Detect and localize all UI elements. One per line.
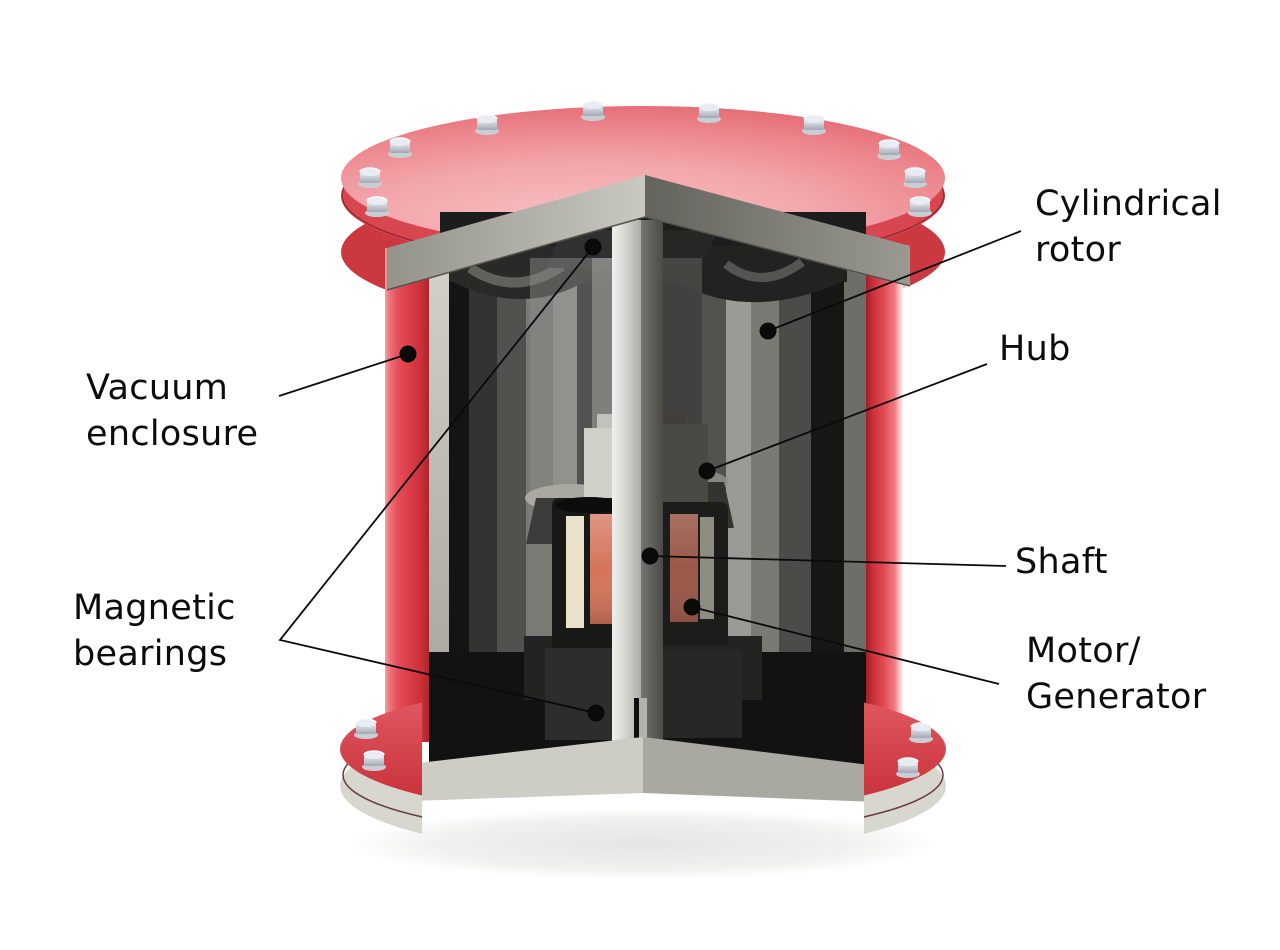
enclosure-cut-face-left: [429, 258, 449, 744]
vacuum-enclosure-wall-left: [385, 248, 429, 742]
rotor-ring-right-1: [726, 254, 751, 704]
vacuum-enclosure-leader-line: [278, 353, 409, 397]
rotor-ring-left-2: [497, 270, 526, 712]
shaft-cut-face-left: [612, 220, 641, 770]
bolt: [357, 167, 383, 189]
cut-corner-edge-dark: [634, 698, 639, 740]
shaft-dot: [641, 547, 659, 565]
vacuum-enclosure-dot: [399, 345, 417, 363]
base-plate-cut-right: [643, 737, 902, 803]
motor-stator-cream-left: [566, 516, 584, 628]
shaft-cut-face-right: [641, 220, 663, 770]
bolt: [474, 114, 500, 136]
vacuum-gap-left: [449, 262, 469, 712]
motor-generator-leader-line: [691, 606, 1000, 685]
magnetic-bearing-top-dot: [584, 238, 602, 256]
vacuum-gap-right: [811, 250, 844, 710]
lid-cut-face-left: [387, 175, 645, 290]
label-line: Shaft: [1015, 542, 1108, 582]
label-shaft: Shaft: [1015, 539, 1108, 585]
bolt: [580, 100, 606, 122]
bolt: [876, 139, 902, 161]
hub-dot: [698, 462, 716, 480]
callouts: [278, 230, 1022, 722]
hub-leader-line: [706, 363, 988, 472]
label-line: Hub: [999, 329, 1071, 369]
label-line: Cylindrical: [1035, 184, 1222, 224]
base-seam-right: [864, 732, 944, 818]
magnetic-bearings-leader-line: [278, 246, 597, 714]
label-line: Generator: [1026, 677, 1207, 717]
lid-seam-line: [341, 136, 472, 255]
lid-cut-underside-edge: [386, 216, 911, 291]
label-line: Motor/: [1026, 631, 1141, 671]
cutaway-interior: [385, 212, 908, 777]
motor-opening-left: [555, 497, 623, 513]
lid-seam-line: [806, 136, 945, 256]
bolt: [908, 722, 934, 744]
base-seam-left: [342, 732, 422, 818]
bolt: [353, 718, 379, 740]
enclosure-cut-face-right: [844, 248, 866, 748]
cylindrical-rotor-leader-line: [767, 230, 1022, 332]
base-plate-cut-left: [384, 737, 643, 802]
cut-corner-edge-light: [639, 698, 647, 740]
rotor-ring-left-1: [469, 266, 497, 712]
rotor-ring-right-3: [779, 252, 811, 704]
label-motor-generator: Motor/ Generator: [1026, 628, 1206, 720]
bolt: [364, 196, 390, 218]
bolt: [907, 196, 933, 218]
hub-step-left: [597, 414, 612, 430]
label-vacuum-enclosure: Vacuum enclosure: [86, 365, 258, 457]
motor-generator-dot: [683, 598, 701, 616]
lid-cut-face-right: [645, 175, 910, 286]
bolt: [902, 167, 928, 189]
bolt: [895, 757, 921, 779]
floor-shadow: [348, 808, 938, 880]
label-line: Magnetic: [73, 588, 236, 628]
label-line: enclosure: [86, 414, 259, 454]
label-line: bearings: [73, 634, 228, 674]
motor-stator-right: [700, 517, 714, 619]
bolt: [387, 137, 413, 159]
lid-cut: [357, 100, 933, 291]
enclosure-right-rim-light: [895, 245, 908, 745]
cylindrical-rotor-dot: [759, 322, 777, 340]
bolt: [696, 102, 722, 124]
label-line: rotor: [1035, 230, 1122, 270]
label-cylindrical-rotor: Cylindrical rotor: [1035, 181, 1222, 273]
label-magnetic-bearings: Magnetic bearings: [73, 585, 236, 677]
shaft-leader-line: [649, 555, 1007, 567]
bolt: [361, 750, 387, 772]
label-line: Vacuum: [86, 368, 229, 408]
magnetic-bearing-bottom-right: [658, 650, 742, 738]
bolt: [801, 114, 827, 136]
hub-step-right: [663, 410, 685, 426]
rotor-top-highlight-right: [723, 258, 805, 282]
magnetic-bearing-bottom-dot: [587, 704, 605, 722]
label-hub: Hub: [999, 326, 1071, 372]
base: [340, 702, 946, 834]
